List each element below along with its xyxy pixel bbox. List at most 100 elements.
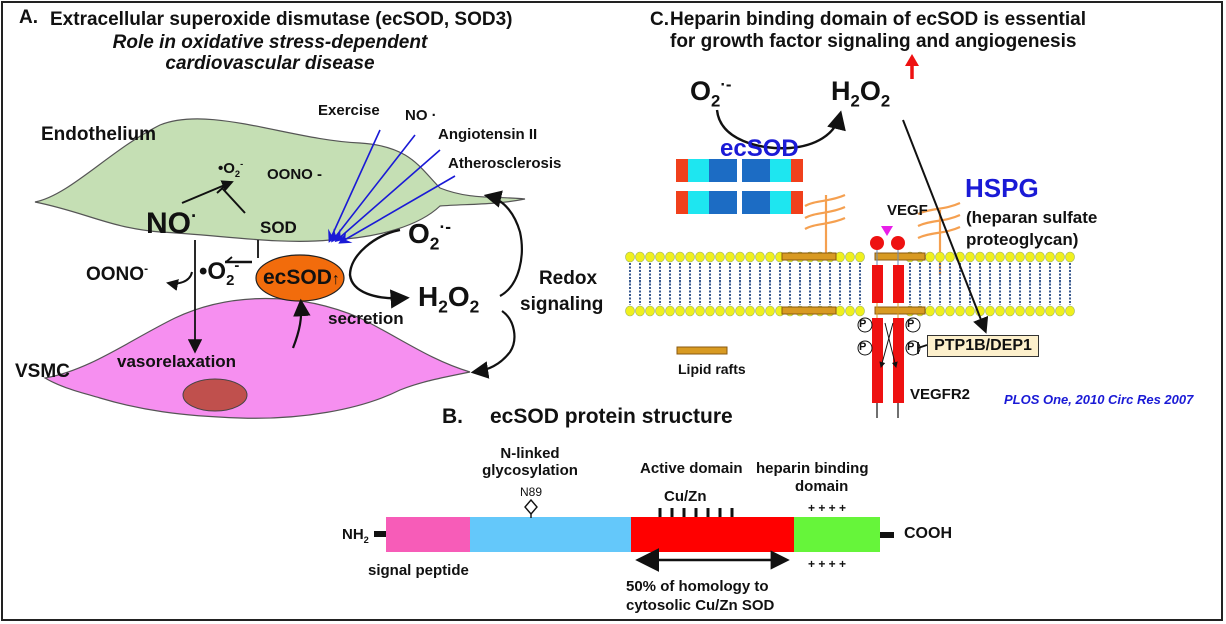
active-domain-label: Active domain (640, 460, 743, 477)
lipid-head (695, 251, 705, 263)
vsmc-cell (43, 297, 471, 419)
ecsod-tetramer (676, 159, 803, 214)
lipid-head (735, 305, 745, 317)
lipid-raft (874, 252, 926, 261)
lipid-head (705, 251, 715, 263)
lipid-head (985, 251, 995, 263)
lipid-head (745, 251, 755, 263)
segment-glycosylation (470, 517, 631, 552)
endothelium-label: Endothelium (41, 124, 157, 145)
phospho-sites (857, 317, 921, 356)
vegf-label: VEGF (887, 202, 928, 219)
lipid-head (685, 305, 695, 317)
lipid-head (845, 305, 855, 317)
oono-minus-label: OONO- (86, 262, 148, 285)
lipid-head (675, 305, 685, 317)
lipid-head (945, 251, 955, 263)
homology-label-1: 50% of homology to (626, 578, 769, 595)
citation: PLOS One, 2010 Circ Res 2007 (1004, 392, 1194, 407)
p-label: P (859, 341, 867, 353)
segment-signal-peptide (386, 517, 470, 552)
inner-o2-radical: •O2- (218, 159, 244, 179)
vegf-ligand (881, 226, 893, 236)
lipid-head (725, 251, 735, 263)
lipid-head (1035, 305, 1045, 317)
lipid-head (1005, 251, 1015, 263)
lipid-head (935, 251, 945, 263)
lipid-head (1035, 251, 1045, 263)
vsmc-label: VSMC (15, 361, 70, 382)
lipid-head (955, 305, 965, 317)
panel-b-title: ecSOD protein structure (490, 405, 733, 428)
lipid-head (1065, 305, 1075, 317)
redox-label-1: Redox (538, 268, 598, 289)
stimulus-exercise: Exercise (318, 102, 380, 119)
lipid-head (685, 251, 695, 263)
stimulus-atherosclerosis: Atherosclerosis (448, 155, 562, 172)
vegfr2-tm (893, 265, 904, 303)
lipid-head (925, 305, 935, 317)
n89-label: N89 (520, 485, 543, 499)
lipid-head (735, 251, 745, 263)
lipid-head (1045, 305, 1055, 317)
cuzn-binding-ticks (658, 508, 734, 517)
lipid-head (925, 251, 935, 263)
panel-a-letter: A. (19, 7, 38, 28)
lipid-head (765, 305, 775, 317)
lipid-head (1015, 251, 1025, 263)
lipid-raft (781, 252, 837, 261)
nh2-label: NH2 (342, 526, 369, 545)
p-label: P (907, 318, 915, 330)
panel-b-letter: B. (442, 405, 463, 428)
lipid-head (855, 305, 865, 317)
no-radical: NO· (146, 205, 198, 240)
lipid-head (755, 251, 765, 263)
lipid-raft (781, 306, 837, 315)
panel-a-title: Extracellular superoxide dismutase (ecSO… (50, 9, 513, 30)
lipid-head (965, 305, 975, 317)
glycosylation-site-icon (524, 498, 538, 516)
lipid-rafts-label: Lipid rafts (678, 361, 746, 377)
lipid-head (835, 251, 845, 263)
lipid-head (855, 251, 865, 263)
heparin-label-1: heparin binding (756, 460, 869, 477)
panel-c-title-2: for growth factor signaling and angiogen… (670, 31, 1077, 52)
h2o2-to-ptp-arrow (902, 119, 989, 334)
lipid-head (725, 305, 735, 317)
lipid-head (765, 251, 775, 263)
lipid-head (1025, 305, 1035, 317)
lipid-head (1045, 251, 1055, 263)
vegfr2-intracellular (872, 318, 883, 403)
lipid-head (995, 251, 1005, 263)
vegfr2-tm (872, 265, 883, 303)
hspg-label: HSPG (965, 173, 1039, 203)
panel-a-subtitle-2: cardiovascular disease (165, 53, 375, 74)
lipid-head (695, 305, 705, 317)
lipid-head (975, 251, 985, 263)
signal-peptide-label: signal peptide (368, 562, 469, 579)
lipid-bilayer (625, 251, 1075, 317)
secretion-label: secretion (328, 309, 404, 328)
h2o2-right: H2O2 (418, 281, 480, 317)
lipid-raft (874, 306, 926, 315)
lipid-head (665, 251, 675, 263)
p-label: P (907, 341, 915, 353)
cuzn-label: Cu/Zn (664, 488, 707, 505)
panel-a-subtitle-1: Role in oxidative stress-dependent (112, 32, 428, 53)
c-superoxide: O2·- (690, 75, 732, 111)
increase-arrow-icon (905, 54, 919, 66)
lipid-head (645, 305, 655, 317)
cooh-label: COOH (904, 525, 952, 542)
vasorelaxation-label: vasorelaxation (117, 352, 237, 371)
lipid-head (1025, 251, 1035, 263)
lipid-head (1055, 305, 1065, 317)
sod-label: SOD (260, 218, 297, 237)
lipid-raft-legend (676, 346, 728, 355)
lipid-head (935, 305, 945, 317)
receptor-head (891, 236, 905, 250)
lipid-head (745, 305, 755, 317)
lipid-head (625, 251, 635, 263)
n-linked-label-1: N-linked (500, 445, 560, 462)
